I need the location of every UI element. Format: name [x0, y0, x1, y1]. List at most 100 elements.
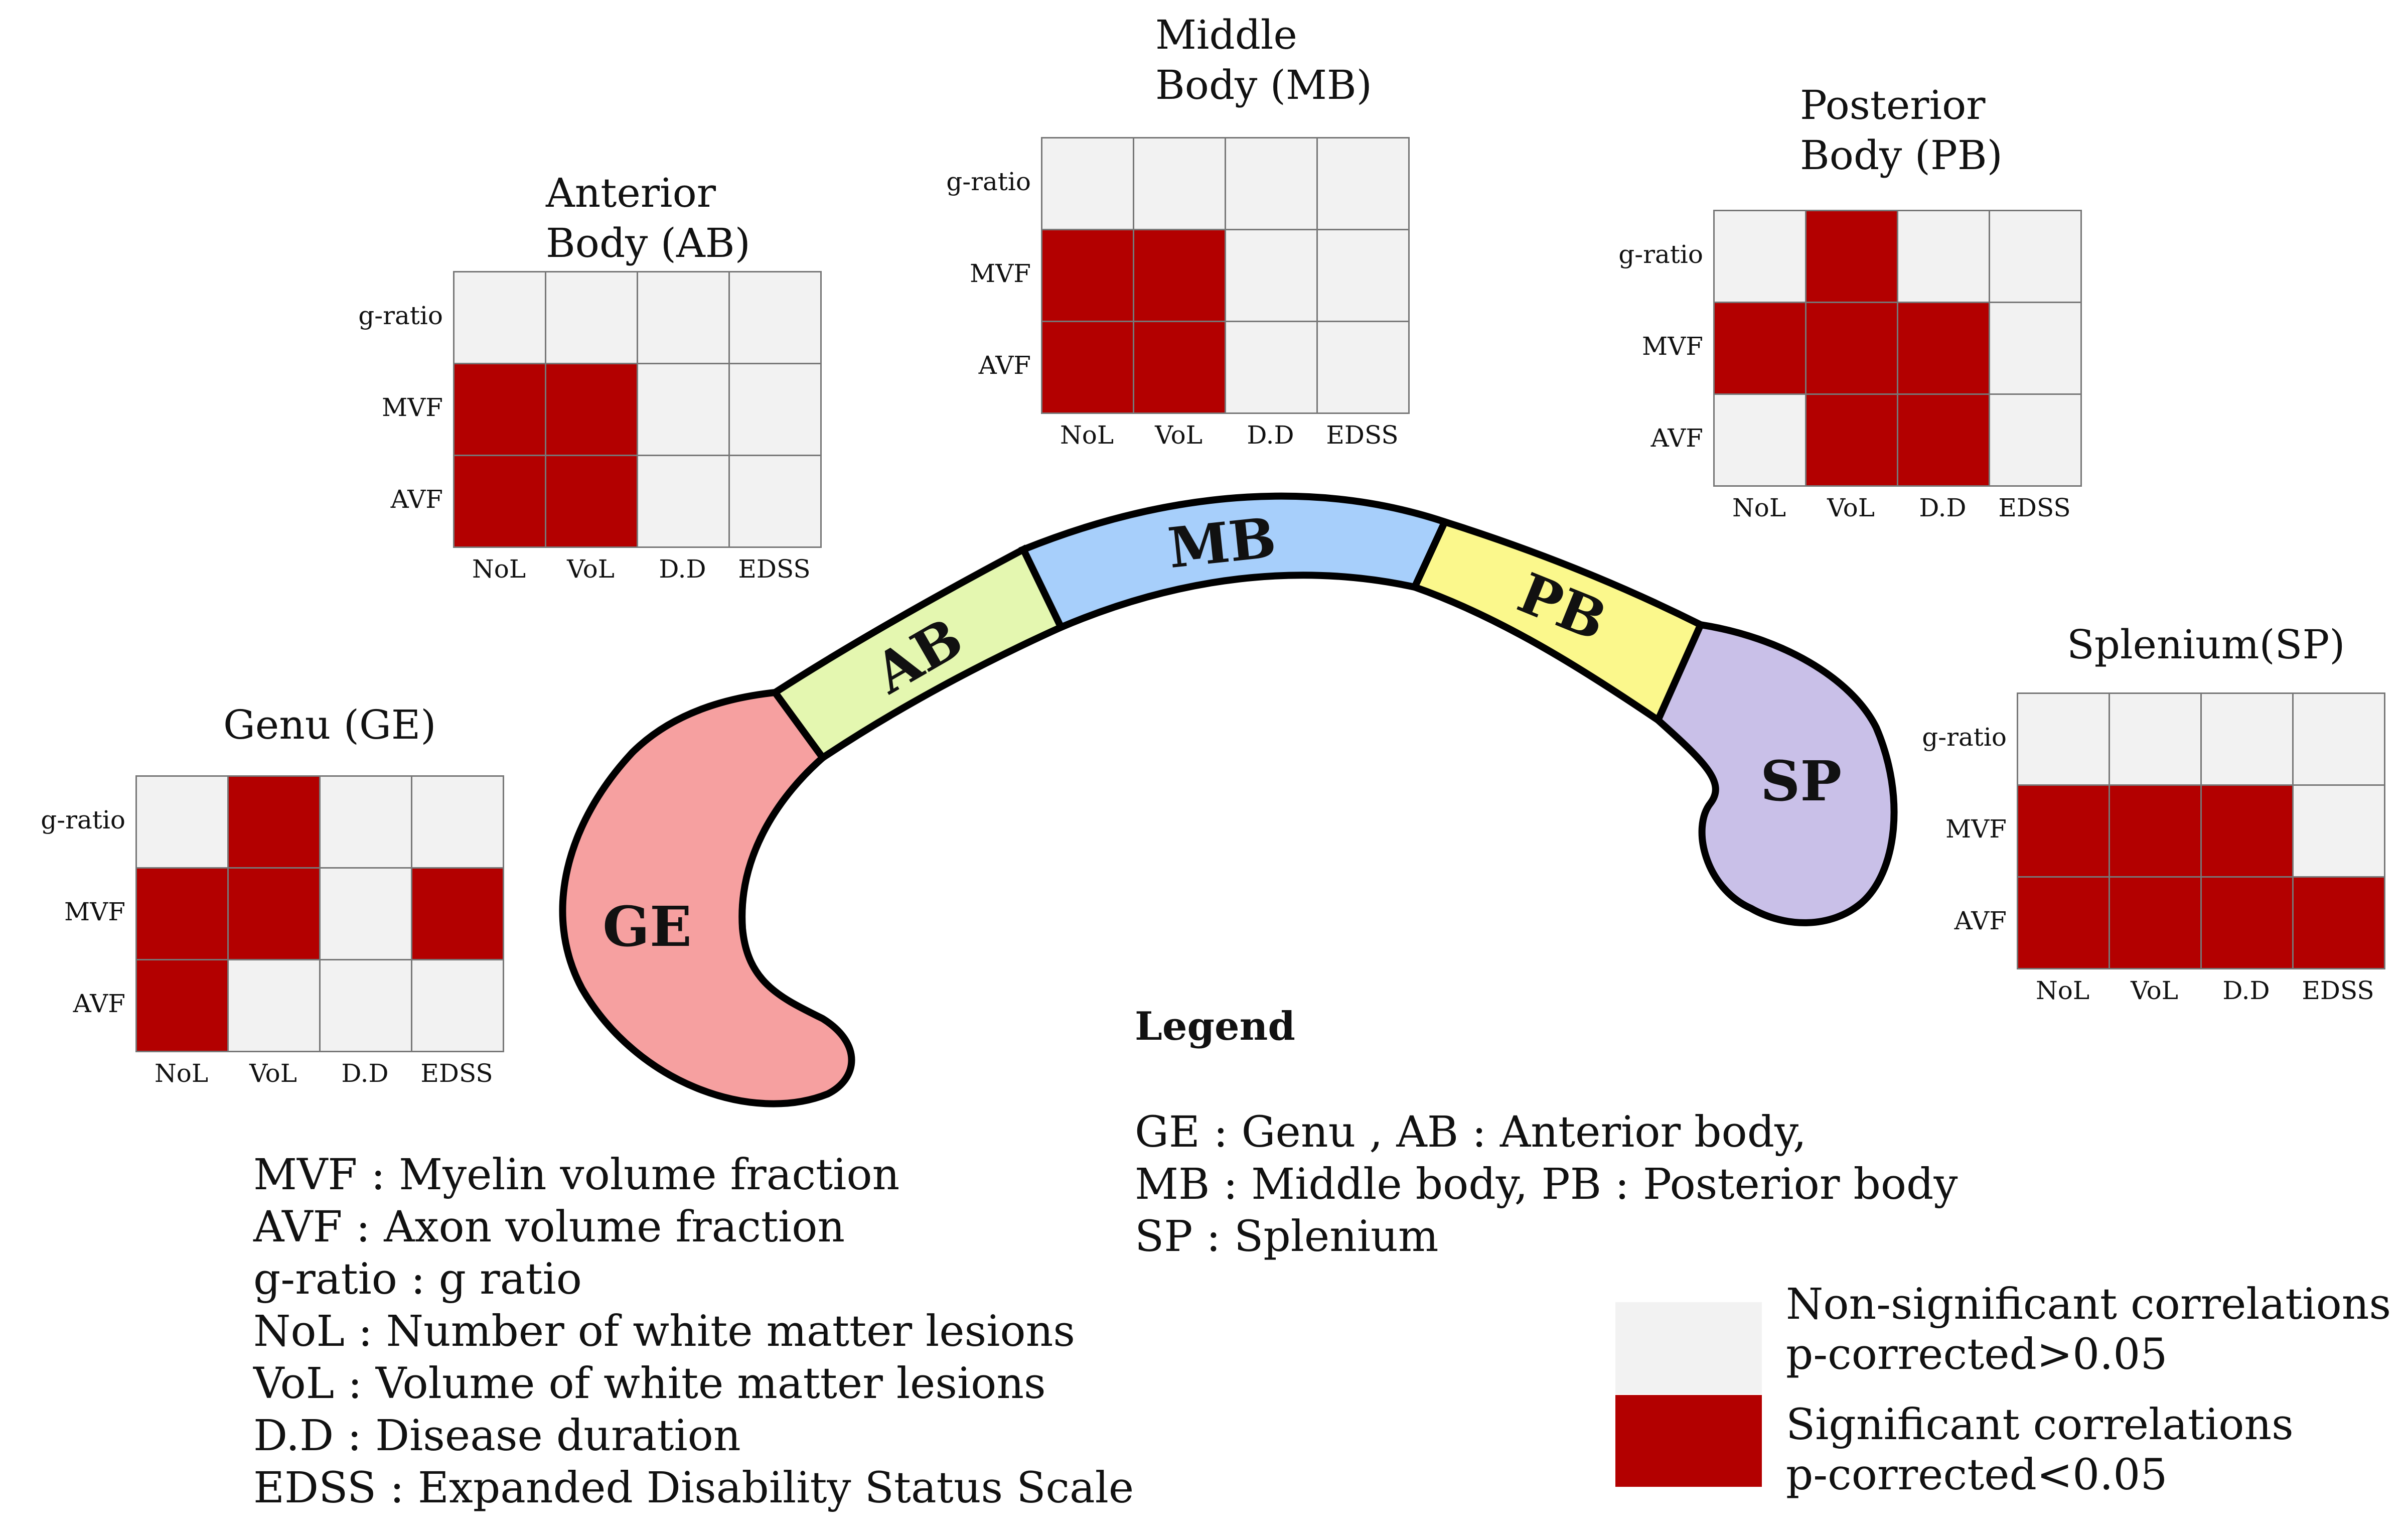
non-significant-cell [412, 960, 504, 1052]
panel-title: Genu (GE) [223, 702, 436, 748]
non-significant-cell [638, 364, 730, 456]
significant-cell [1898, 395, 1990, 487]
significant-cell [455, 364, 546, 456]
non-significant-cell [1042, 138, 1134, 230]
row-label: AVF [1650, 423, 1703, 453]
col-label: EDSS [738, 554, 811, 584]
significant-cell [2018, 878, 2110, 969]
col-label: VoL [1827, 493, 1875, 522]
non-significant-cell [1715, 211, 1807, 303]
segment-sp [1653, 621, 1898, 926]
non-significant-cell [1990, 395, 2082, 487]
non-significant-cell [638, 272, 730, 364]
significant-label: Significant correlations p-corrected<0.0… [1786, 1400, 2294, 1500]
non-significant-cell [1990, 303, 2082, 395]
abbreviation-item: AVF : Axon volume fraction [253, 1202, 845, 1252]
non-significant-cell [730, 364, 822, 456]
correlation-grid [2017, 692, 2385, 969]
abbreviation-list: MVF : Myelin volume fraction AVF : Axon … [253, 1149, 1134, 1514]
non-significant-label: Non-significant correlations p-corrected… [1786, 1280, 2391, 1379]
significant-cell [1042, 322, 1134, 414]
significant-cell [546, 364, 638, 456]
significant-cell [2018, 786, 2110, 878]
legend-item: MB : Middle body, PB : Posterior body [1135, 1160, 1958, 1209]
col-label: NoL [472, 554, 526, 584]
significant-cell [1042, 230, 1134, 322]
non-significant-cell [1318, 138, 1410, 230]
non-significant-cell [638, 456, 730, 548]
non-significant-cell [1226, 322, 1318, 414]
significant-cell [2110, 786, 2202, 878]
row-label: AVF [73, 989, 125, 1018]
col-label: D.D [341, 1059, 389, 1088]
significant-cell [229, 869, 321, 960]
col-label: NoL [154, 1059, 209, 1088]
row-label: g-ratio [946, 167, 1031, 196]
significant-swatch [1615, 1395, 1762, 1487]
significant-cell [137, 869, 229, 960]
significant-cell [2294, 878, 2385, 969]
col-label: VoL [249, 1059, 297, 1088]
abbreviation-item: EDSS : Expanded Disability Status Scale [253, 1463, 1134, 1513]
non-significant-cell [2202, 694, 2294, 786]
significant-cell [2202, 786, 2294, 878]
row-label: g-ratio [41, 805, 125, 834]
segment-label-ge: GE [603, 894, 692, 959]
row-label: AVF [978, 350, 1031, 380]
non-significant-cell [1898, 211, 1990, 303]
significant-cell [1807, 211, 1898, 303]
non-significant-cell [1226, 230, 1318, 322]
col-label: EDSS [2302, 976, 2374, 1005]
col-label: EDSS [1326, 421, 1399, 450]
row-label: MVF [382, 392, 443, 422]
non-significant-cell [1990, 211, 2082, 303]
non-significant-cell [229, 960, 321, 1052]
non-significant-cell [137, 777, 229, 869]
non-significant-cell [455, 272, 546, 364]
non-significant-cell [546, 272, 638, 364]
row-label: g-ratio [1618, 239, 1703, 269]
legend-list: GE : Genu , AB : Anterior body, MB : Mid… [1135, 1106, 1958, 1263]
col-label: VoL [2131, 976, 2178, 1005]
significant-cell [1134, 230, 1226, 322]
significant-cell [412, 869, 504, 960]
non-significant-cell [730, 272, 822, 364]
correlation-grid [135, 775, 504, 1052]
significant-cell [455, 456, 546, 548]
non-significant-cell [2110, 694, 2202, 786]
non-significant-cell [321, 777, 412, 869]
segment-ge [559, 688, 855, 1107]
panel-title: Splenium(SP) [2067, 621, 2345, 668]
abbreviation-item: D.D : Disease duration [253, 1411, 741, 1461]
significant-cell [1807, 303, 1898, 395]
col-label: EDSS [1998, 493, 2071, 522]
non-significant-cell [321, 960, 412, 1052]
col-label: D.D [2222, 976, 2270, 1005]
col-label: D.D [1247, 421, 1294, 450]
non-significant-cell [2018, 694, 2110, 786]
abbreviation-item: VoL : Volume of white matter lesions [253, 1359, 1046, 1409]
col-label: VoL [1155, 421, 1202, 450]
row-label: g-ratio [1922, 722, 2007, 752]
correlation-grid [453, 271, 822, 548]
segment-label-mb: MB [1165, 505, 1279, 581]
abbreviation-item: NoL : Number of white matter lesions [253, 1307, 1075, 1356]
non-significant-cell [1318, 322, 1410, 414]
significant-cell [1898, 303, 1990, 395]
col-label: EDSS [420, 1059, 493, 1088]
col-label: NoL [1732, 493, 1786, 522]
segment-label-sp: SP [1760, 749, 1842, 813]
row-label: MVF [1945, 814, 2007, 844]
non-significant-cell [1318, 230, 1410, 322]
row-label: MVF [1642, 331, 1703, 361]
non-significant-cell [2294, 786, 2385, 878]
non-significant-cell [2294, 694, 2385, 786]
col-label: D.D [1919, 493, 1967, 522]
correlation-grid [1713, 210, 2082, 487]
row-label: AVF [390, 484, 443, 514]
non-significant-cell [1134, 138, 1226, 230]
non-significant-swatch [1615, 1302, 1762, 1394]
significant-cell [229, 777, 321, 869]
non-significant-cell [412, 777, 504, 869]
